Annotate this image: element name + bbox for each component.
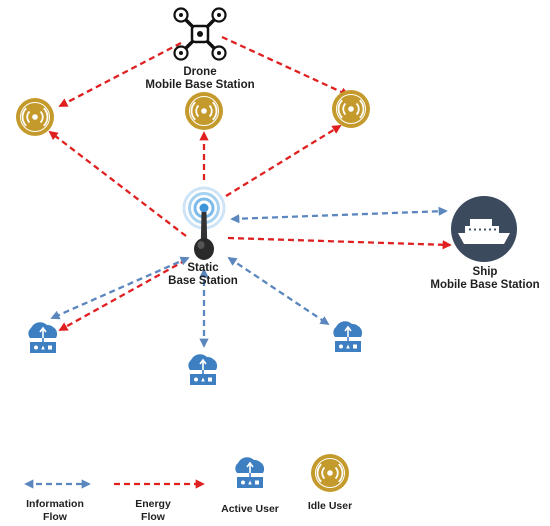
drone-label: Drone Mobile Base Station (135, 66, 265, 92)
legend (24, 453, 350, 493)
ship-label: Ship Mobile Base Station (420, 266, 550, 292)
antenna-tower-icon (182, 186, 226, 260)
legend-information-flow-label: Information Flow (10, 498, 100, 524)
legend-energy-line2: Flow (141, 511, 165, 523)
active-user-icon (27, 321, 58, 354)
idle-user-icon (15, 97, 55, 137)
info-flow-static-active-left (50, 256, 190, 320)
legend-active-user-icon (234, 456, 265, 489)
legend-energy-line1: Energy (135, 498, 171, 510)
energy-flow-drone-to-idle-right (221, 35, 350, 97)
information-flows (50, 206, 448, 348)
active-user-icon (187, 353, 218, 386)
drone-label-line1: Drone (183, 66, 217, 78)
legend-idle-user-text: Idle User (307, 500, 353, 512)
idle-user-icon (184, 91, 224, 131)
active-user-icon (332, 320, 363, 353)
legend-active-user-label: Active User (205, 503, 295, 516)
static-label-line1: Static (187, 262, 219, 274)
drone-icon (173, 7, 227, 61)
ship-label-line1: Ship (472, 266, 498, 278)
idle-user-icon (331, 89, 371, 129)
legend-idle-user-label: Idle User (295, 500, 365, 513)
legend-information-line1: Information (26, 498, 84, 510)
legend-active-user-text: Active User (221, 503, 279, 515)
energy-flow-drone-to-idle-left (58, 41, 182, 108)
legend-idle-user-icon (310, 453, 350, 493)
ship-label-line2: Mobile Base Station (430, 279, 540, 291)
info-flow-static-ship (230, 206, 448, 224)
energy-flow-static-to-idle-right (225, 125, 342, 197)
static-label-line2: Base Station (168, 275, 238, 287)
legend-energy-flow-label: Energy Flow (118, 498, 188, 524)
legend-information-line2: Flow (43, 511, 67, 523)
ship-icon (451, 196, 517, 262)
energy-flow-static-to-ship (227, 236, 452, 250)
static-base-station-label: Static Base Station (150, 262, 256, 288)
energy-flow-static-to-idle-left (48, 130, 187, 237)
drone-label-line2: Mobile Base Station (145, 79, 255, 91)
